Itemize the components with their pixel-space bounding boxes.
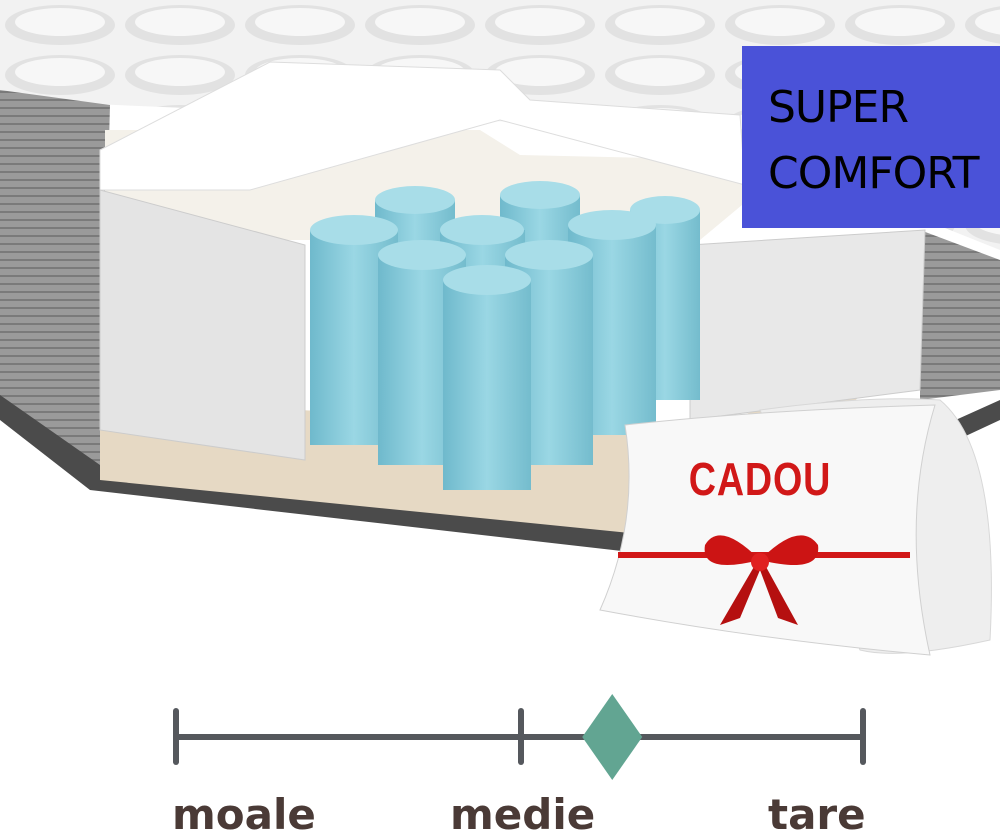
gift-label: CADOU (688, 453, 832, 505)
gift-pillow (599, 398, 992, 656)
super-comfort-badge: SUPER COMFORT (742, 46, 1000, 228)
label-moale: moale (172, 790, 316, 838)
firmness-marker (582, 694, 643, 780)
badge-line1: SUPER (768, 82, 909, 133)
label-tare: tare (768, 790, 866, 838)
label-medie: medie (450, 790, 596, 838)
bow-icon (704, 535, 819, 625)
badge-line2: COMFORT (768, 148, 980, 199)
pocket-springs (310, 181, 700, 490)
firmness-scale (173, 694, 866, 780)
